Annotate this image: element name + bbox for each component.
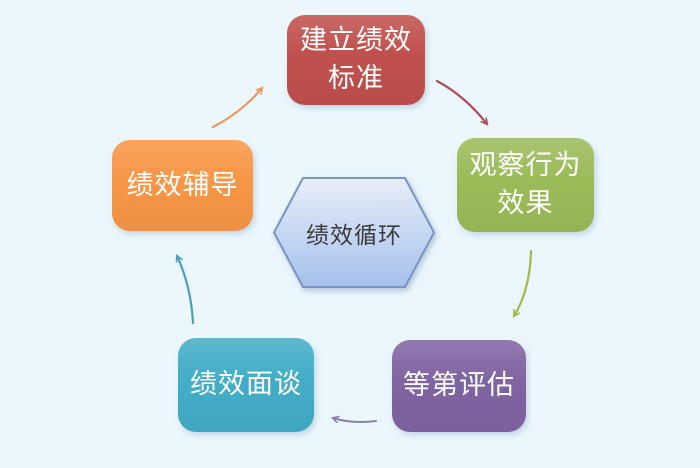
node-label-line: 绩效面谈 xyxy=(190,369,302,400)
node-label-line: 观察行为 xyxy=(469,150,582,181)
node-performance-interview: 绩效面谈 xyxy=(178,338,314,432)
node-establish-standards: 建立绩效 标准 xyxy=(287,15,425,105)
hexagon-polygon xyxy=(272,177,436,288)
node-grade-evaluation: 等第评估 xyxy=(392,340,526,432)
node-label-line: 标准 xyxy=(328,63,384,93)
arrow-interview-to-coaching xyxy=(177,256,195,325)
arrow-observe-to-evaluation xyxy=(514,249,533,316)
arrow-coaching-to-standards xyxy=(211,88,262,129)
arrow-standards-to-observe xyxy=(435,79,487,124)
node-label-line: 等第评估 xyxy=(403,370,515,401)
node-label-line: 绩效辅导 xyxy=(126,169,239,200)
node-label-line: 建立绩效 xyxy=(300,25,412,56)
hexagon-shape xyxy=(272,177,436,288)
center-hexagon-label: 绩效循环 xyxy=(306,221,402,248)
arrow-evaluation-to-interview xyxy=(333,418,377,422)
node-observe-behavior: 观察行为 效果 xyxy=(457,138,594,232)
node-performance-coaching: 绩效辅导 xyxy=(112,140,253,231)
node-label-line: 效果 xyxy=(497,188,554,218)
center-hexagon: 绩效循环 xyxy=(272,176,436,289)
